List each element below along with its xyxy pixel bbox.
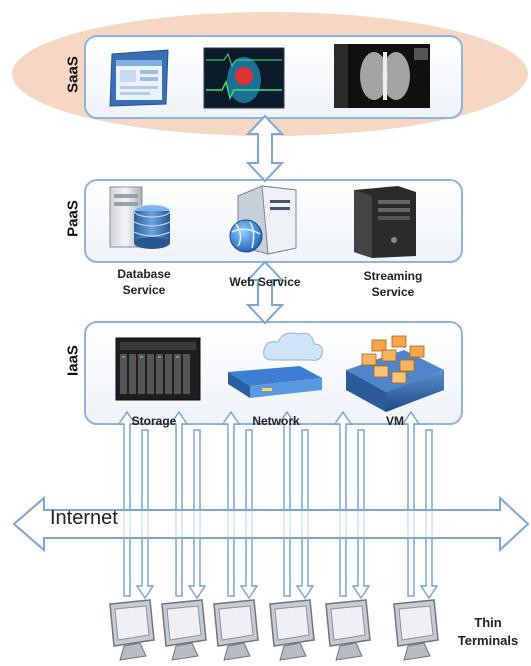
heart-monitor-icon (203, 47, 285, 109)
thin-terminals-group (109, 599, 439, 661)
uplink-arrow-4 (277, 410, 297, 597)
monitor-icon (109, 599, 155, 661)
xray-viewer-icon (334, 44, 430, 108)
storage-label: Storage (131, 414, 177, 428)
monitor-icon (269, 599, 315, 661)
monitor-icon (393, 599, 439, 661)
uplink-arrow-2 (169, 410, 189, 597)
paas-iaas-arrow (245, 260, 285, 325)
saas-label: SaaS (64, 56, 82, 93)
uplink-arrow-5 (333, 410, 353, 597)
monitor-icon (213, 599, 259, 661)
vm-cluster-icon (346, 335, 444, 412)
cloud-network-icon (228, 332, 323, 398)
database-server-icon (109, 186, 171, 249)
paas-label: PaaS (64, 200, 82, 237)
monitor-icon (161, 599, 207, 661)
streaming-server-icon (354, 186, 416, 258)
terminal-links (117, 410, 439, 600)
storage-rack-icon (115, 337, 201, 401)
saas-paas-arrow (245, 114, 285, 183)
vm-label: VM (386, 414, 404, 428)
internet-arrow (12, 495, 530, 553)
browser-window-icon (109, 49, 169, 107)
web-server-icon (229, 185, 297, 255)
uplink-arrow-6 (401, 410, 421, 597)
uplink-arrow-3 (221, 410, 241, 597)
internet-label: Internet (50, 507, 118, 529)
monitor-icon (325, 599, 371, 661)
iaas-label: IaaS (64, 345, 82, 376)
uplink-arrow-1 (117, 410, 137, 597)
network-label: Network (252, 414, 300, 428)
web-service-label: Web Service (229, 275, 301, 289)
